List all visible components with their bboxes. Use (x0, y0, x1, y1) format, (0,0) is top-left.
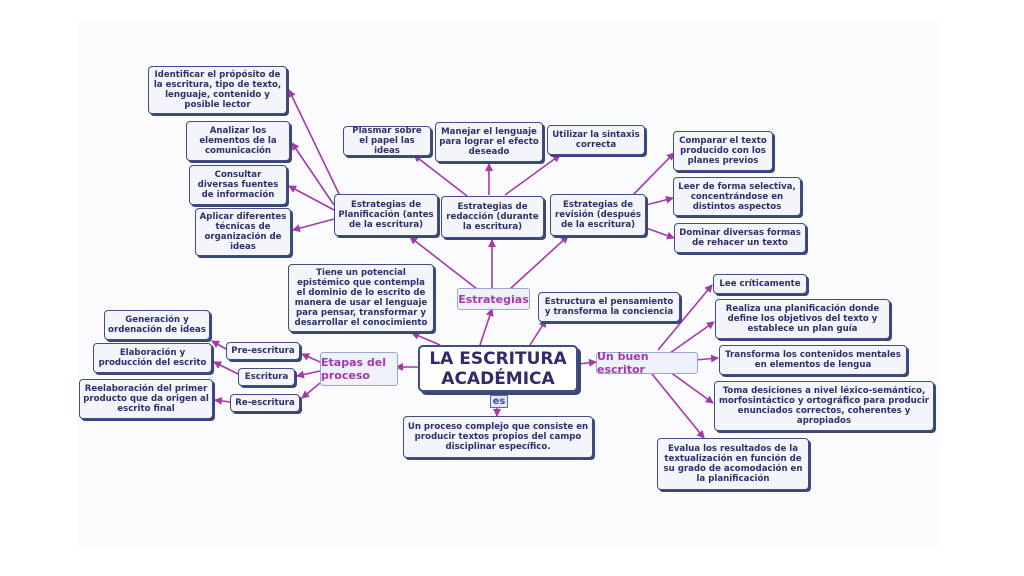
node-utilizar-sintaxis[interactable]: Utilizar la sintaxis correcta (547, 125, 645, 155)
node-potencial-epistemico-label: Tiene un potencial epistémico que contem… (294, 268, 428, 328)
node-toma-decisiones-label: Toma desiciones a nivel léxico-semántico… (718, 386, 930, 426)
node-plasmar-ideas-label: Plasmar sobre el papel las ideas (352, 126, 422, 156)
node-evalua-resultados-label: Evalua los resultados de la textualizaci… (663, 444, 803, 484)
node-escritura-label: Escritura (244, 372, 289, 382)
node-planificacion[interactable]: Estrategias de Planificación (antes de l… (334, 194, 438, 236)
node-reelaboracion-label: Reelaboración del primer producto que da… (83, 384, 209, 414)
node-lee-criticamente[interactable]: Lee críticamente (713, 274, 807, 294)
node-aplicar-tecnicas-label: Aplicar diferentes técnicas de organizac… (199, 212, 287, 252)
node-re-escritura[interactable]: Re-escritura (230, 394, 300, 412)
language-tag: es (490, 395, 508, 408)
node-identificar-proposito[interactable]: Identificar el própósito de la escritura… (148, 66, 287, 114)
central-topic[interactable]: LA ESCRITURA ACADÉMICA (418, 345, 578, 392)
node-estructura-pensamiento-label: Estructura el pensamiento y transforma l… (544, 297, 674, 317)
node-dominar-formas-label: Dominar diversas formas de rehacer un te… (679, 228, 801, 248)
branch-estrategias-label: Estrategias (458, 292, 529, 306)
node-utilizar-sintaxis-label: Utilizar la sintaxis correcta (552, 130, 640, 150)
language-tag-label: es (492, 396, 506, 407)
node-manejar-lenguaje[interactable]: Manejar el lenguaje para lograr el efect… (435, 122, 543, 162)
node-pre-escritura-label: Pre-escritura (231, 346, 295, 356)
node-planificacion-label: Estrategias de Planificación (antes de l… (338, 200, 434, 230)
node-realiza-planificacion-label: Realiza una planificación donde define l… (725, 304, 880, 334)
node-escritura[interactable]: Escritura (238, 368, 295, 386)
node-plasmar-ideas[interactable]: Plasmar sobre el papel las ideas (343, 126, 431, 156)
node-lee-criticamente-label: Lee críticamente (719, 279, 801, 289)
node-generacion-ideas-label: Generación y ordenación de ideas (108, 315, 206, 335)
node-elaboracion-produccion-label: Elaboración y producción del escrito (98, 348, 207, 368)
node-comparar-texto-label: Comparar el texto producido con los plan… (679, 136, 767, 166)
node-leer-selectiva-label: Leer de forma selectiva, concentrándose … (678, 181, 796, 212)
node-elaboracion-produccion[interactable]: Elaboración y producción del escrito (93, 343, 212, 373)
node-potencial-epistemico[interactable]: Tiene un potencial epistémico que contem… (288, 264, 434, 332)
node-reelaboracion[interactable]: Reelaboración del primer producto que da… (79, 379, 213, 419)
node-re-escritura-label: Re-escritura (235, 398, 295, 408)
node-revision-label: Estrategias de revisión (después de la e… (555, 200, 641, 230)
node-realiza-planificacion[interactable]: Realiza una planificación donde define l… (715, 299, 890, 339)
node-proceso-complejo[interactable]: Un proceso complejo que consiste en prod… (403, 416, 593, 458)
node-transforma-contenidos[interactable]: Transforma los contenidos mentales en el… (719, 345, 907, 375)
node-consultar-fuentes[interactable]: Consultar diversas fuentes de informació… (189, 165, 287, 205)
branch-buen-escritor[interactable]: Un buen escritor (596, 350, 698, 376)
node-revision[interactable]: Estrategias de revisión (después de la e… (550, 194, 646, 236)
node-redaccion-label: Estrategias de redacción (durante la esc… (446, 202, 539, 232)
node-pre-escritura[interactable]: Pre-escritura (226, 342, 300, 360)
branch-etapas[interactable]: Etapas del proceso (320, 352, 398, 386)
node-dominar-formas[interactable]: Dominar diversas formas de rehacer un te… (674, 223, 806, 253)
node-toma-decisiones[interactable]: Toma desiciones a nivel léxico-semántico… (714, 381, 934, 431)
node-manejar-lenguaje-label: Manejar el lenguaje para lograr el efect… (439, 127, 539, 157)
node-analizar-elementos-label: Analizar los elementos de la comunicació… (199, 126, 277, 156)
node-leer-selectiva[interactable]: Leer de forma selectiva, concentrándose … (673, 177, 801, 216)
node-evalua-resultados[interactable]: Evalua los resultados de la textualizaci… (657, 438, 809, 490)
node-identificar-proposito-label: Identificar el própósito de la escritura… (153, 70, 282, 110)
node-estructura-pensamiento[interactable]: Estructura el pensamiento y transforma l… (538, 292, 680, 322)
central-topic-title: LA ESCRITURA ACADÉMICA (429, 348, 567, 389)
node-aplicar-tecnicas[interactable]: Aplicar diferentes técnicas de organizac… (195, 208, 291, 256)
node-proceso-complejo-label: Un proceso complejo que consiste en prod… (407, 422, 589, 452)
node-transforma-contenidos-label: Transforma los contenidos mentales en el… (725, 350, 901, 370)
branch-buen-escritor-label: Un buen escritor (597, 350, 649, 376)
node-generacion-ideas[interactable]: Generación y ordenación de ideas (104, 310, 210, 340)
branch-estrategias[interactable]: Estrategias (457, 288, 530, 310)
node-comparar-texto[interactable]: Comparar el texto producido con los plan… (673, 131, 773, 171)
node-analizar-elementos[interactable]: Analizar los elementos de la comunicació… (186, 121, 290, 161)
node-consultar-fuentes-label: Consultar diversas fuentes de informació… (197, 170, 279, 200)
branch-etapas-label: Etapas del proceso (321, 356, 386, 382)
node-redaccion[interactable]: Estrategias de redacción (durante la esc… (441, 196, 544, 238)
